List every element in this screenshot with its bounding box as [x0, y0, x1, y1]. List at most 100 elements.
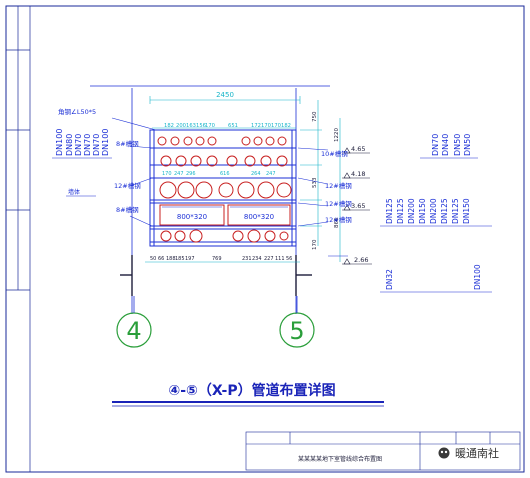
top-dimension-chain: 182 200 163 156 170 651 172 170 170 182 [152, 123, 296, 129]
bottom-dimension-chain: 50 66 188 185 197 769 231 234 227 111 56 [145, 256, 300, 263]
tier3-dims: 170 247 296 616 264 247 [162, 171, 276, 177]
drawing-title-block: ④-⑤（X-P）管道布置详图 [112, 382, 384, 407]
axis-bubble-5: 5 [279, 296, 315, 348]
pipe-label: DN50 [453, 134, 462, 156]
axis-lines [131, 88, 297, 314]
pipe-label: DN70 [83, 134, 92, 156]
bottom-dim: 234 [252, 256, 262, 262]
right-dimension-texts: 750 1220 533 866 170 [312, 111, 340, 250]
top-dim: 170 [261, 123, 271, 129]
top-dim: 182 [281, 123, 291, 129]
svg-text:296: 296 [186, 171, 196, 177]
top-dim: 651 [228, 123, 238, 129]
bracket-label: 8#槽钢 [116, 205, 139, 214]
bottom-dim: 231 [242, 256, 252, 262]
bracket-label: 12#槽钢 [325, 181, 352, 190]
title-block-table [245, 431, 521, 471]
top-dim: 182 [164, 123, 174, 129]
pipe-label: DN70 [92, 134, 101, 156]
top-dim: 200 [176, 123, 186, 129]
svg-text:170: 170 [162, 171, 172, 177]
watermark-text: 暖通南社 [455, 446, 499, 460]
bottom-dim: 769 [212, 256, 222, 262]
bracket-label: 12#槽钢 [325, 199, 352, 208]
pipe-label: DN125 [440, 198, 449, 224]
bracket-label: 8#槽钢 [116, 139, 139, 148]
elevation-marks: 4.65 4.18 3.65 2.66 [342, 145, 372, 265]
elevation-mark: 2.66 [342, 256, 372, 265]
bottom-dim: 185 [175, 256, 185, 262]
pipe-label: DN70 [74, 134, 83, 156]
pipe-label: DN125 [385, 198, 394, 224]
drawing-title: ④-⑤（X-P）管道布置详图 [168, 382, 335, 399]
pipe-label: DN150 [462, 198, 471, 224]
watermark: 暖通南社 [438, 446, 499, 460]
elevation-mark: 4.65 [342, 145, 370, 154]
duct-2: 800*320 [227, 204, 291, 226]
pipe-label: DN125 [396, 198, 405, 224]
overall-width-text: 2450 [216, 91, 234, 99]
right-dim: 533 [312, 177, 318, 188]
bracket-callouts [111, 117, 329, 227]
bottom-dim: 188 [166, 256, 176, 262]
top-dim: 156 [196, 123, 206, 129]
bottom-dim: 66 [158, 256, 164, 262]
pipe-label: DN200 [429, 198, 438, 224]
pipe-label: DN40 [441, 134, 450, 156]
bottom-dim: 197 [185, 256, 195, 262]
right-dim: 750 [312, 111, 318, 122]
bottom-dim: 56 [286, 256, 292, 262]
pipe-tier-3 [159, 181, 292, 199]
pipe-label: DN100 [473, 264, 482, 290]
overall-dimension: 2450 [90, 85, 330, 104]
svg-text:247: 247 [266, 171, 276, 177]
wall-label: 墙体 [68, 188, 80, 196]
elevation-text: 4.18 [351, 170, 365, 178]
svg-text:247: 247 [174, 171, 184, 177]
svg-text:616: 616 [220, 171, 230, 177]
pipe-label: DN70 [431, 134, 440, 156]
right-dim: 1220 [334, 128, 340, 142]
pipe-label: DN32 [385, 269, 394, 290]
bracket-label: 10#槽钢 [321, 149, 348, 158]
sheet-border [5, 5, 525, 473]
pipe-label: DN50 [463, 134, 472, 156]
right-dim: 866 [334, 217, 340, 228]
axis-bubble-4: 4 [116, 296, 152, 348]
left-binding-strip [6, 6, 31, 472]
bottom-dim: 50 [150, 256, 156, 262]
top-dim: 172 [251, 123, 261, 129]
duct-label: 800*320 [177, 213, 207, 221]
pipe-label: DN100 [101, 129, 110, 156]
pipe-tier-2 [160, 155, 288, 167]
bracket-label: 12#槽钢 [325, 215, 352, 224]
elevation-text: 4.65 [351, 145, 365, 153]
elevation-text: 3.65 [351, 202, 365, 210]
right-dimension-chain [300, 100, 341, 262]
left-pipe-labels: DN100 DN80 DN70 DN70 DN70 DN100 [52, 129, 112, 159]
bottom-dim: 227 [264, 256, 274, 262]
duct-1: 800*320 [159, 204, 225, 226]
right-top-pipe-labels: DN70 DN40 DN50 DN50 [420, 134, 478, 159]
title-block-name: 某某某某地下室管线综合布置图 [298, 455, 382, 463]
bracket-label: 12#槽钢 [114, 181, 141, 190]
svg-text:264: 264 [251, 171, 261, 177]
right-bottom-pipe-labels: DN125 DN125 DN200 DN150 DN200 DN125 DN12… [380, 198, 492, 293]
pipe-tier-1 [157, 136, 287, 146]
pipe-label: DN125 [451, 198, 460, 224]
duct-label: 800*320 [244, 213, 274, 221]
elevation-text: 2.66 [354, 256, 368, 264]
pipe-label: DN100 [55, 129, 64, 156]
pipe-tier-4 [160, 229, 289, 243]
elevation-mark: 3.65 [342, 202, 370, 211]
axis-label-4: 4 [126, 317, 141, 345]
pipe-label: DN200 [407, 198, 416, 224]
bottom-dim: 111 [275, 256, 285, 262]
pipe-label: DN80 [65, 134, 74, 156]
top-dim: 163 [186, 123, 196, 129]
elevation-mark: 4.18 [342, 170, 370, 179]
pipe-label: DN150 [418, 198, 427, 224]
bracket-labels: 角钢∠L50*5 8#槽钢 12#槽钢 8#槽钢 10#槽钢 12#槽钢 12#… [58, 107, 352, 224]
right-dim: 170 [312, 239, 318, 250]
